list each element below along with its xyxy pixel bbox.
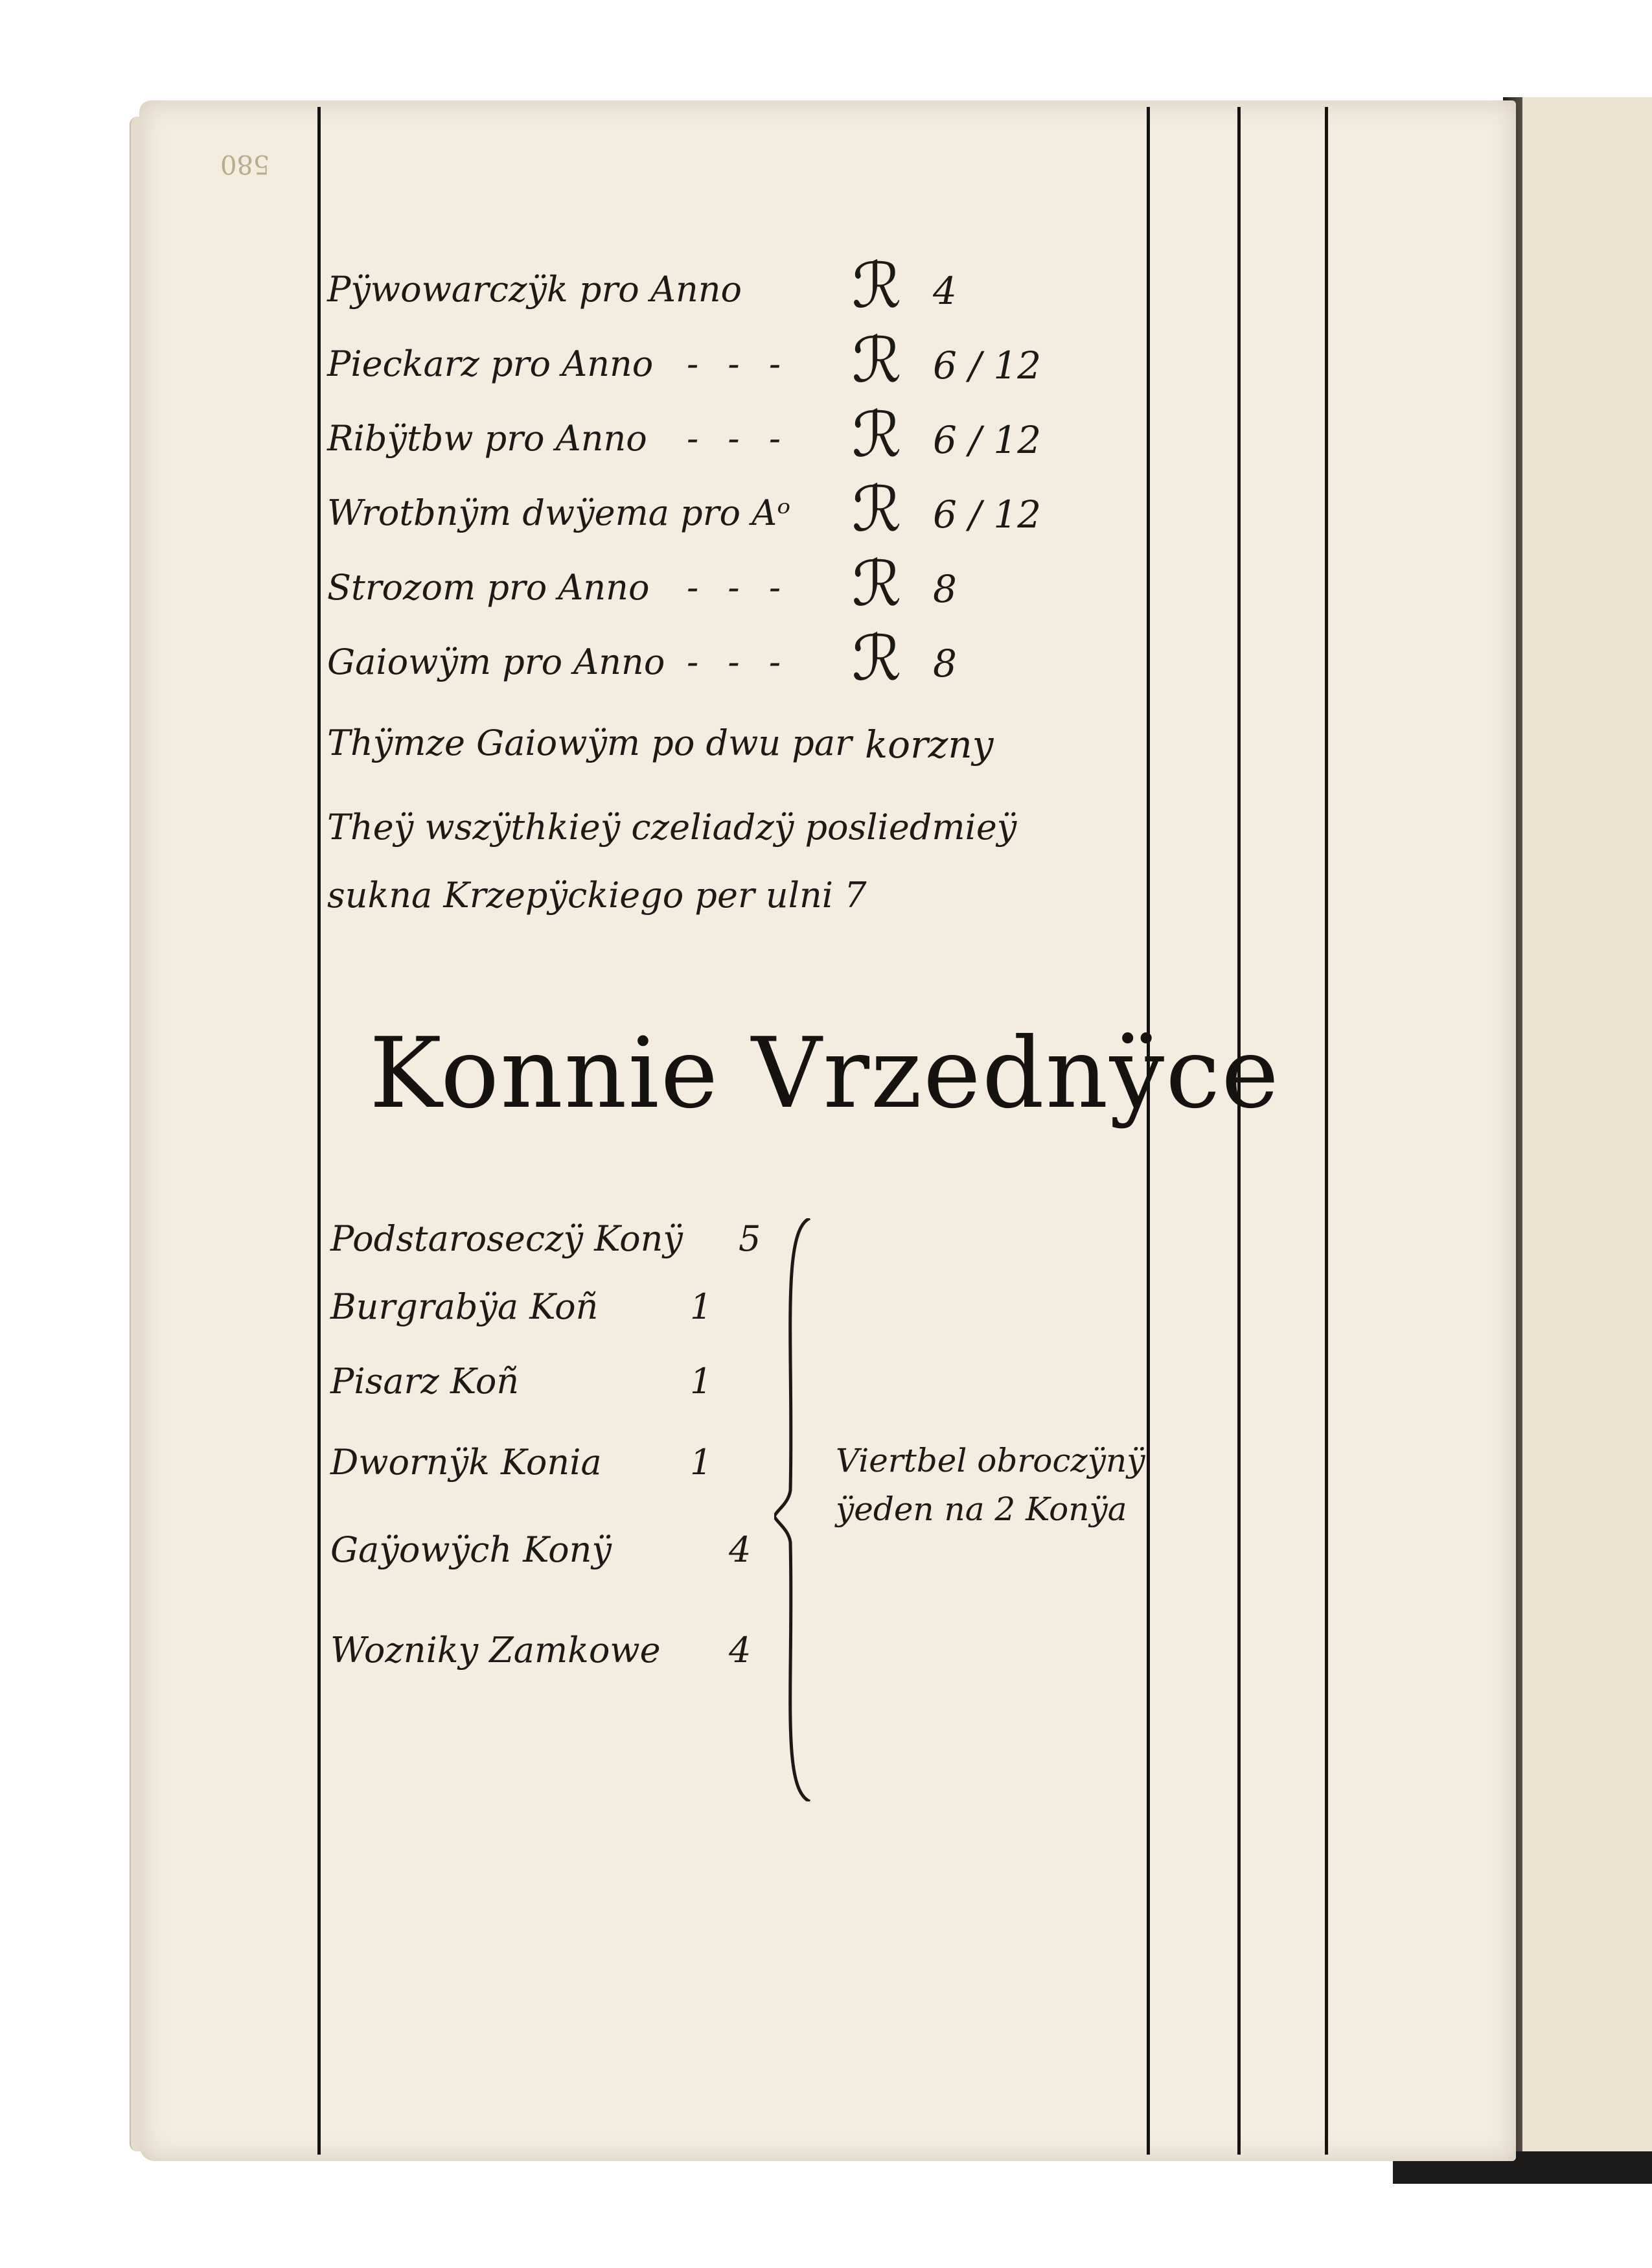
horse-count: 4 [729, 1529, 751, 1570]
ruling-line-2 [1237, 107, 1241, 2155]
entry-label: Ribÿtbw pro Anno [327, 418, 647, 459]
currency-symbol: ℛ [852, 473, 902, 546]
currency-symbol: ℛ [852, 249, 902, 322]
note-line-2: ÿeden na 2 Konÿa [836, 1490, 1127, 1528]
horse-label: Burgrabÿa Koñ [330, 1286, 599, 1327]
entry-label: Pieckarz pro Anno [327, 343, 654, 384]
curly-brace-icon [774, 1218, 811, 1801]
currency-symbol: ℛ [852, 324, 902, 397]
horse-count: 5 [739, 1218, 761, 1259]
horse-label: Pisarz Koñ [330, 1361, 520, 1402]
entry-dashes: - - - [687, 642, 790, 682]
currency-symbol: ℛ [852, 399, 902, 471]
folio-number: 580 [220, 149, 270, 179]
horse-label: Gaÿowÿch Konÿ [330, 1529, 612, 1570]
cloth-line-1: Theÿ wszÿthkieÿ czeliadzÿ posliedmieÿ [327, 807, 1017, 848]
entry-label: Gaiowÿm pro Anno [327, 642, 665, 682]
entry-label: Strozom pro Anno [327, 567, 650, 608]
entry-dashes: - - - [687, 418, 790, 459]
entry-dashes: - - - [687, 343, 790, 384]
horse-label: Podstaroseczÿ Konÿ [330, 1218, 683, 1259]
section-heading: Konnie Vrzednÿce [369, 1017, 1280, 1130]
ruling-line-1 [1147, 107, 1150, 2155]
note-line-1: Viertbel obroczÿnÿ [836, 1442, 1145, 1479]
entry-amount: 6 / 12 [933, 343, 1042, 388]
entry-amount: 4 [933, 269, 957, 313]
entry-label: Thÿmze Gaiowÿm po dwu par [327, 723, 852, 763]
horse-count: 1 [690, 1442, 713, 1483]
horse-label: Wozniky Zamkowe [330, 1630, 661, 1671]
horse-label: Dwornÿk Konia [330, 1442, 602, 1483]
entry-label: Pÿwowarczÿk pro Anno [327, 269, 742, 310]
currency-symbol: ℛ [852, 548, 902, 620]
ruling-line-3 [1325, 107, 1328, 2155]
entry-dashes: - - - [687, 567, 790, 608]
entry-amount: 8 [933, 642, 957, 686]
currency-symbol: ℛ [852, 622, 902, 695]
horse-count: 1 [690, 1361, 713, 1402]
entry-label: Wrotbnÿm dwÿema pro Aᵒ [327, 492, 790, 533]
horse-count: 1 [690, 1286, 713, 1327]
horse-count: 4 [729, 1630, 751, 1671]
entry-amount: korzny [865, 723, 994, 767]
entry-amount: 6 / 12 [933, 418, 1042, 462]
entry-amount: 6 / 12 [933, 492, 1042, 537]
manuscript-page [139, 100, 1516, 2161]
facing-page [1509, 97, 1652, 2158]
entry-amount: 8 [933, 567, 957, 611]
ruling-line-left [317, 107, 321, 2155]
cloth-line-2: sukna Krzepÿckiego per ulni 7 [327, 875, 867, 916]
